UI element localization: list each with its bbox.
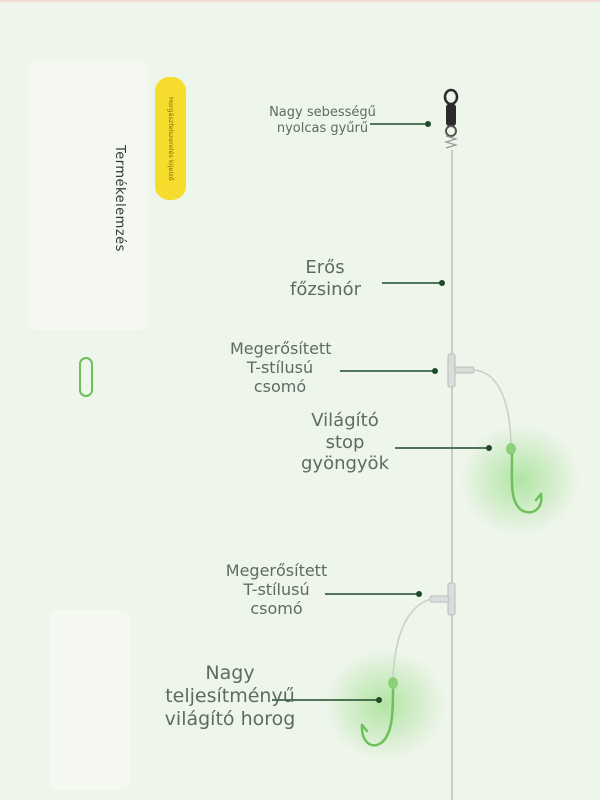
upper-snell-line bbox=[471, 369, 512, 446]
label-stop-beads-line2: stop bbox=[325, 431, 365, 453]
label-knot-lower-line1: Megerősített bbox=[225, 561, 328, 580]
leader-hook bbox=[272, 697, 382, 703]
label-stop-beads-line3: gyöngyök bbox=[300, 453, 389, 475]
label-swivel: Nagy sebességű nyolcas gyűrű bbox=[250, 105, 395, 136]
upper-hook-icon bbox=[510, 453, 543, 514]
background-panel-left bbox=[28, 60, 148, 330]
swivel-icon bbox=[443, 88, 459, 149]
label-hook-line1: Nagy bbox=[205, 662, 255, 684]
label-hook-line3: világító horog bbox=[164, 707, 296, 730]
lower-hook-icon bbox=[360, 688, 395, 747]
top-border-strip bbox=[0, 0, 600, 2]
label-knot-upper-line2: T-stílusú bbox=[246, 358, 314, 378]
label-main-line-line1: Erős bbox=[305, 257, 345, 278]
background-panel-bottom bbox=[50, 610, 130, 790]
label-hook: Nagy teljesítményű világító horog bbox=[150, 662, 310, 730]
label-knot-upper-line1: Megerősített bbox=[230, 339, 332, 358]
leader-knot-lower bbox=[325, 591, 422, 597]
label-main-line: Erős főzsinór bbox=[290, 257, 361, 300]
upper-stop-bead bbox=[506, 443, 516, 455]
leader-swivel bbox=[370, 121, 431, 127]
label-knot-upper: Megerősített T-stílusú csomó bbox=[230, 339, 332, 397]
label-stop-beads: Világító stop gyöngyök bbox=[290, 410, 400, 475]
t-knot-upper-icon bbox=[447, 353, 475, 388]
hook-glow-lower bbox=[325, 650, 445, 760]
t-knot-lower-icon bbox=[429, 582, 456, 616]
page-title: Termékelemzés bbox=[112, 145, 127, 252]
label-knot-upper-line3: csomó bbox=[253, 377, 307, 397]
decorative-pill-outline bbox=[79, 357, 93, 397]
hook-glow-upper bbox=[460, 425, 580, 535]
label-stop-beads-line1: Világító bbox=[311, 410, 379, 431]
leader-stop-beads bbox=[395, 445, 492, 451]
product-badge-label: Horgászfelszerelés kijelző bbox=[167, 96, 176, 181]
lower-snell-line bbox=[392, 598, 432, 679]
label-main-line-line2: főzsinór bbox=[290, 278, 361, 300]
lower-stop-bead bbox=[388, 677, 398, 689]
label-knot-lower: Megerősített T-stílusú csomó bbox=[214, 561, 339, 619]
label-swivel-line1: Nagy sebességű bbox=[269, 105, 376, 120]
product-badge: Horgászfelszerelés kijelző bbox=[155, 77, 186, 200]
label-knot-lower-line3: csomó bbox=[250, 599, 303, 619]
label-swivel-line2: nyolcas gyűrű bbox=[276, 120, 369, 136]
leader-main-line bbox=[382, 280, 445, 286]
leader-knot-upper bbox=[340, 368, 438, 374]
label-hook-line2: teljesítményű bbox=[165, 684, 295, 707]
label-knot-lower-line2: T-stílusú bbox=[243, 580, 310, 600]
